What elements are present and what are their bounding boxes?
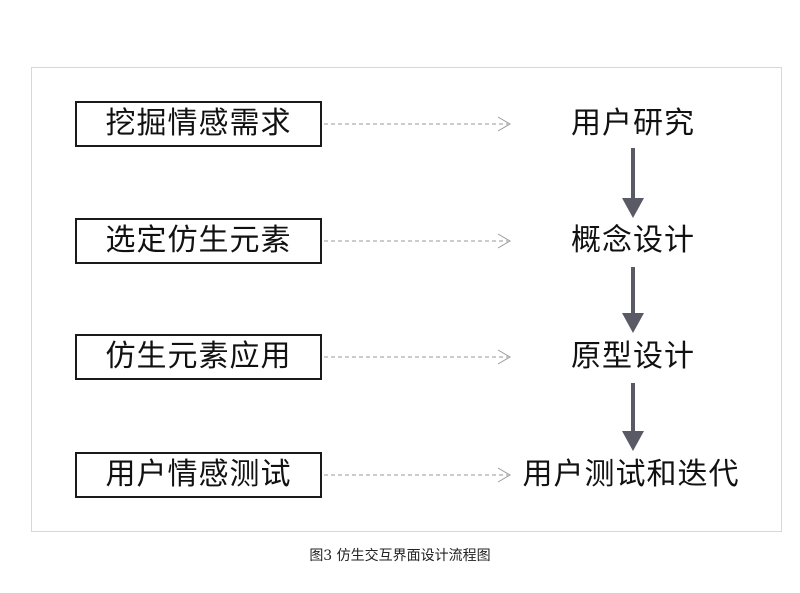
dashed-arrow-1 xyxy=(324,116,511,132)
left-step-2-label: 选定仿生元素 xyxy=(105,223,292,258)
flow-arrow-3 xyxy=(622,383,644,451)
stage-3-label: 原型设计 xyxy=(571,339,695,374)
left-step-3-label: 仿生元素应用 xyxy=(105,339,292,374)
stage-2-label: 概念设计 xyxy=(571,223,695,258)
figure-caption: 图3 仿生交互界面设计流程图 xyxy=(309,548,491,564)
stage-1-label: 用户研究 xyxy=(571,106,695,141)
flow-arrow-2 xyxy=(622,267,644,333)
stage-4-label: 用户测试和迭代 xyxy=(522,457,740,492)
dashed-arrow-3 xyxy=(324,349,511,365)
left-step-2: 选定仿生元素 xyxy=(75,218,322,264)
left-step-4: 用户情感测试 xyxy=(75,452,322,498)
left-step-1-label: 挖掘情感需求 xyxy=(105,106,292,141)
diagram-frame xyxy=(31,67,782,532)
left-step-1: 挖掘情感需求 xyxy=(75,101,322,147)
left-step-4-label: 用户情感测试 xyxy=(105,457,292,492)
left-step-3: 仿生元素应用 xyxy=(75,334,322,380)
dashed-arrow-4 xyxy=(324,467,511,483)
dashed-arrow-2 xyxy=(324,233,511,249)
flow-arrow-1 xyxy=(622,148,644,218)
